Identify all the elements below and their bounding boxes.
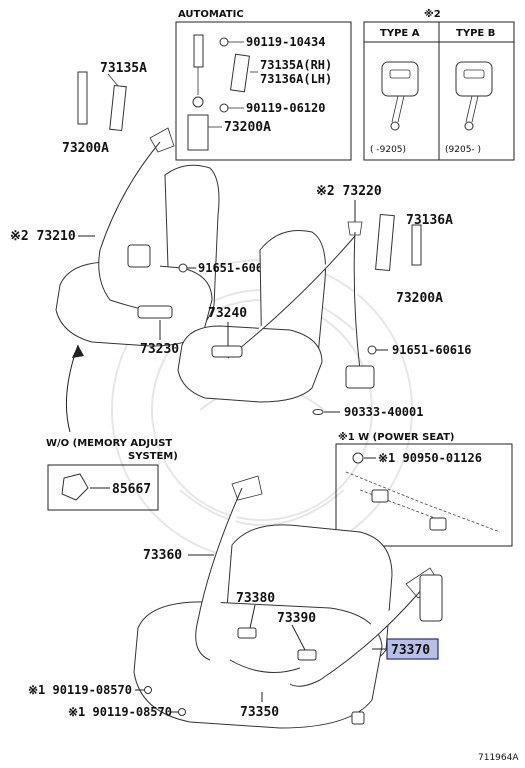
label-73135a-left: 73135A <box>100 61 147 76</box>
label-90119-08570-lower: ※1 90119-08570 <box>68 705 172 719</box>
label-85667: 85667 <box>112 482 151 497</box>
highlight-73370 <box>386 638 439 660</box>
label-73200a-left: 73200A <box>62 141 109 156</box>
anchor-cover-icon <box>229 53 251 93</box>
type-b-heading: TYPE B <box>456 28 495 39</box>
buckle-icon <box>211 345 243 358</box>
label-73200a-auto: 73200A <box>224 120 271 135</box>
belt-webbing <box>98 141 161 313</box>
seat-bracket-icon <box>429 517 447 531</box>
retractor-icon <box>127 244 151 268</box>
label-90119-08570-upper: ※1 90119-08570 <box>28 683 132 697</box>
label-73350: 73350 <box>240 705 279 720</box>
cover-part-icon <box>77 71 88 125</box>
clip-icon <box>352 452 364 464</box>
rear-buckle-icon <box>237 627 257 639</box>
pointer-arrow <box>65 344 79 433</box>
retractor-icon <box>345 365 375 389</box>
label-73200a-right: 73200A <box>396 291 443 306</box>
power-seat-group: ※1 W (POWER SEAT) ※1 90950-01126 <box>335 431 513 547</box>
bolt-icon <box>219 103 229 113</box>
label-73370: 73370 <box>391 643 430 658</box>
power-seat-heading: ※1 W (POWER SEAT) <box>338 431 455 443</box>
rear-buckle-icon <box>297 649 317 661</box>
label-73210: ※2 73210 <box>10 229 76 244</box>
rear-belt-webbing <box>195 487 243 661</box>
automatic-group: AUTOMATIC 90119-10434 73135A(RH) 73136A(… <box>175 9 352 161</box>
cover-part-icon <box>109 84 127 132</box>
belt-webbing <box>227 235 356 359</box>
label-73240: 73240 <box>208 306 247 321</box>
type-box-group: ※2 TYPE A TYPE B ( -9205) (9205- ) <box>363 8 515 161</box>
type-b-range: (9205- ) <box>445 145 481 155</box>
bolt-icon <box>178 263 188 273</box>
bolt-icon <box>178 708 186 716</box>
label-90119-06120: 90119-06120 <box>246 101 325 115</box>
trim-part-icon <box>61 473 89 501</box>
label-73380: 73380 <box>236 591 275 606</box>
part-85667-group: 85667 <box>47 464 159 511</box>
label-73220: ※2 73220 <box>316 184 382 199</box>
label-90119-10434: 90119-10434 <box>246 35 325 49</box>
retractor-body <box>187 114 209 151</box>
type-a-range: ( -9205) <box>370 145 406 155</box>
label-73136a: 73136A <box>406 213 453 228</box>
label-73390: 73390 <box>277 611 316 626</box>
front-right-seat-cushion <box>177 325 323 403</box>
seat-bracket-icon <box>371 489 389 503</box>
cover-part-icon <box>411 224 422 266</box>
label-91651-60616-upper: 91651-60616 <box>198 261 277 275</box>
buckle-type-a-icon <box>381 61 419 97</box>
center-belt-icon <box>229 659 301 673</box>
belt-webbing <box>353 231 361 371</box>
rear-seat-group: 73360 73380 73390 73370 ※1 90119-08570 ※… <box>28 475 443 729</box>
wo-memory-line1: W/O (MEMORY ADJUST <box>46 438 172 449</box>
arrow-head-icon <box>72 345 84 358</box>
retractor-upper <box>193 34 204 68</box>
front-right-seat-group: ※2 73220 73136A 73200A 73240 91651-60616… <box>177 184 471 419</box>
label-73136a-lh: 73136A(LH) <box>260 72 332 86</box>
figure-id: 711964A <box>478 753 519 763</box>
label-90950-01126: ※1 90950-01126 <box>378 451 482 465</box>
power-seat-box <box>335 443 513 547</box>
automatic-heading: AUTOMATIC <box>178 9 244 20</box>
label-91651-60616-lower: 91651-60616 <box>392 343 471 357</box>
cover-part-icon <box>375 213 395 272</box>
label-73135a-rh: 73135A(RH) <box>260 58 332 72</box>
automatic-box <box>175 21 352 161</box>
rear-belt-webbing <box>289 581 429 687</box>
retractor-bolt <box>192 96 204 108</box>
bolt-icon <box>219 37 229 47</box>
label-73230: 73230 <box>140 342 179 357</box>
wo-memory-line2: SYSTEM) <box>128 451 178 462</box>
label-73360: 73360 <box>143 548 182 563</box>
buckle-icon <box>137 305 173 319</box>
type-a-heading: TYPE A <box>380 28 420 39</box>
buckle-type-b-icon <box>455 61 493 97</box>
part-85667-box <box>47 464 159 511</box>
note2-mark: ※2 <box>424 8 441 20</box>
bolt-icon <box>367 345 377 355</box>
washer-icon <box>312 409 324 415</box>
rear-retractor-icon <box>419 574 443 622</box>
front-left-seat-group: 73135A 73200A ※2 73210 91651-60616 73230 <box>10 61 277 357</box>
bolt-icon <box>144 686 152 694</box>
label-90333-40001: 90333-40001 <box>344 405 423 419</box>
